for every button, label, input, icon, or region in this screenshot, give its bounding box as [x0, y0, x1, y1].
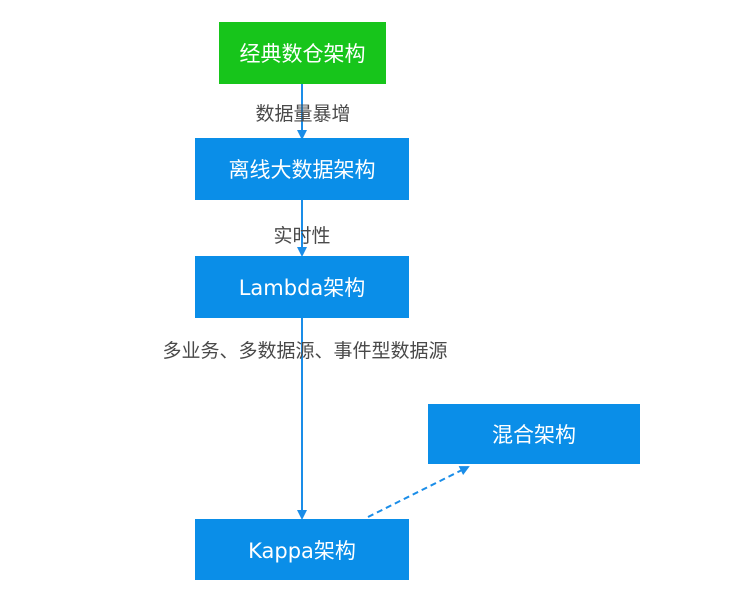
node-kappa-label: Kappa架构 — [248, 538, 356, 563]
arrow-kappa-to-hybrid-dashed — [367, 466, 470, 518]
node-hybrid[interactable]: 混合架构 — [428, 404, 640, 464]
node-lambda[interactable]: Lambda架构 — [195, 256, 409, 318]
node-offline-big-data[interactable]: 离线大数据架构 — [195, 138, 409, 200]
node-classic-data-warehouse[interactable]: 经典数仓架构 — [219, 22, 386, 84]
edge-label-data-volume-surge: 数据量暴增 — [255, 103, 351, 125]
edge-label-real-time: 实时性 — [273, 225, 331, 247]
node-hybrid-label: 混合架构 — [492, 423, 576, 447]
node-offline-label: 离线大数据架构 — [228, 158, 376, 182]
edge-label-multi-source: 多业务、多数据源、事件型数据源 — [162, 340, 448, 362]
node-kappa[interactable]: Kappa架构 — [195, 519, 409, 580]
node-lambda-label: Lambda架构 — [238, 276, 366, 300]
node-classic-label: 经典数仓架构 — [239, 42, 366, 66]
